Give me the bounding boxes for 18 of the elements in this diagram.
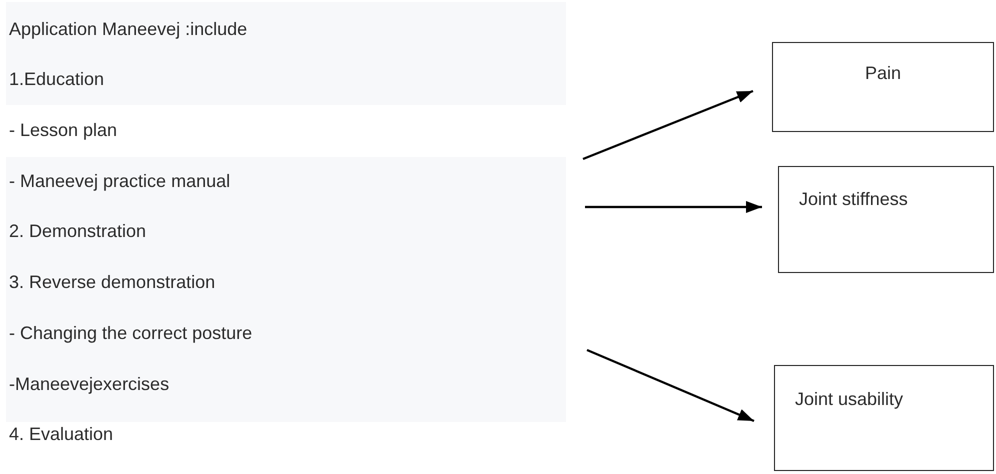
- list-text: -Maneevejexercises: [9, 373, 170, 395]
- list-text: - Changing the correct posture: [9, 322, 252, 344]
- outcome-box: [774, 365, 994, 471]
- box-label: Joint stiffness: [799, 189, 908, 210]
- list-text: - Maneevej practice manual: [9, 170, 230, 192]
- arrow: [582, 90, 754, 160]
- box-label: Pain: [864, 63, 902, 84]
- arrow: [586, 348, 754, 422]
- list-text: 2. Demonstration: [9, 220, 146, 242]
- list-text: Application Maneevej :include: [9, 18, 248, 40]
- list-text: 4. Evaluation: [9, 423, 114, 445]
- box-label: Joint usability: [795, 389, 904, 410]
- list-text: 3. Reverse demonstration: [9, 271, 216, 293]
- outcome-box: [772, 42, 994, 132]
- list-text: 1.Education: [9, 68, 104, 90]
- list-text: - Lesson plan: [9, 119, 118, 141]
- outcome-box: [778, 166, 994, 273]
- arrow: [585, 201, 762, 213]
